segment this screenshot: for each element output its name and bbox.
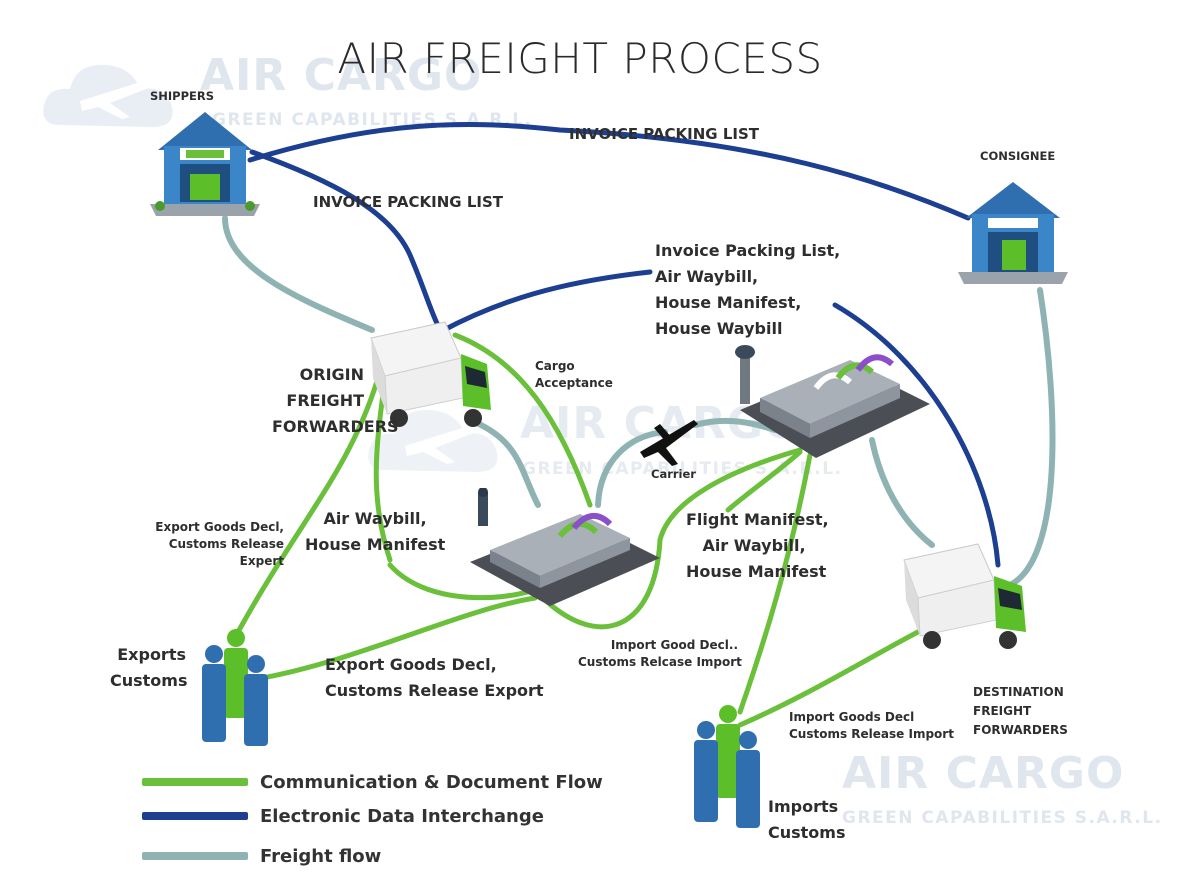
comm-exports-to-terminal: [259, 595, 538, 681]
freight-terminal-to-carrier: [595, 429, 668, 508]
import-good-decl-label: Import Good Decl.. Customs Relcase Impor…: [578, 638, 742, 669]
legend-item-communication: Communication & Document Flow: [142, 770, 603, 794]
cargo-acceptance-label: Cargo Acceptance: [535, 359, 613, 390]
legend-item-freight: Freight flow: [142, 844, 381, 868]
flight-manifest-label: Flight Manifest, Air Waybill, House Mani…: [686, 510, 829, 581]
exports-customs-label: Exports Customs: [110, 645, 188, 690]
comm-origin-to-terminal: [452, 332, 593, 508]
watermark-tagline-bottom: GREEN CAPABILITIES S.A.R.L.: [842, 808, 1163, 828]
legend-swatch-communication: [142, 778, 248, 786]
edi-shipper-to-consignee: [247, 121, 971, 221]
destination-truck-icon: [903, 543, 1026, 649]
comm-terminal-to-origin-left: [373, 377, 393, 563]
invoice-packing-list-top-label: INVOICE PACKING LIST: [569, 125, 759, 143]
comm-exports-to-origin: [235, 375, 381, 635]
legend-swatch-edi: [142, 812, 248, 820]
edi-airport-to-dest: [832, 302, 1001, 568]
consignee-label: CONSIGNEE: [980, 149, 1056, 163]
freight-shipper-to-origin: [222, 215, 375, 333]
shippers-warehouse-icon: [150, 112, 260, 216]
origin-freight-forwarders-label: ORIGIN FREIGHT FORWARDERS: [272, 365, 399, 436]
freight-carrier-to-airport: [692, 417, 778, 433]
shippers-label: SHIPPERS: [150, 89, 215, 103]
origin-truck-icon: [370, 321, 491, 427]
watermark-brand-top: AIR CARGO: [200, 50, 483, 101]
export-goods-decl-bottom-label: Export Goods Decl, Customs Release Expor…: [325, 655, 544, 700]
invoice-packing-list-mid-label: INVOICE PACKING LIST: [313, 193, 503, 211]
page-title: AIR FREIGHT PROCESS: [337, 34, 823, 83]
imports-customs-label: Imports Customs: [768, 797, 846, 842]
air-waybill-house-manifest-label: Air Waybill, House Manifest: [305, 509, 446, 554]
documents-to-destination-label: Invoice Packing List, Air Waybill, House…: [655, 241, 841, 338]
cargo-terminal-icon: [470, 488, 660, 606]
watermark-brand-bottom: AIR CARGO: [842, 748, 1125, 799]
edi-origin-to-docs: [437, 269, 653, 335]
legend-item-edi: Electronic Data Interchange: [142, 804, 544, 828]
consignee-warehouse-icon: [958, 182, 1068, 284]
freight-dest-to-consignee: [1007, 287, 1056, 588]
comm-airport-to-imports: [737, 452, 813, 715]
edi-shipper-to-origin: [249, 149, 443, 333]
imports-customs-people-icon: [694, 705, 760, 828]
watermark-cloud-plane-icon: [43, 64, 173, 127]
comm-airport-flight-manifest: [725, 449, 803, 513]
import-goods-decl-right-label: Import Goods Decl Customs Release Import: [789, 710, 954, 741]
export-goods-decl-left-label: Export Goods Decl, Customs Release Exper…: [155, 520, 284, 568]
airplane-icon: [640, 420, 698, 466]
exports-customs-people-icon: [202, 629, 268, 746]
legend-swatch-freight: [142, 852, 248, 860]
freight-airport-to-dest: [869, 437, 935, 548]
carrier-label: Carrier: [651, 467, 696, 481]
freight-origin-to-terminal: [467, 417, 541, 508]
airport-terminal-icon: [735, 345, 930, 458]
destination-freight-forwarders-label: DESTINATION FREIGHT FORWARDERS: [973, 685, 1068, 737]
comm-terminal-to-airport: [542, 447, 803, 630]
